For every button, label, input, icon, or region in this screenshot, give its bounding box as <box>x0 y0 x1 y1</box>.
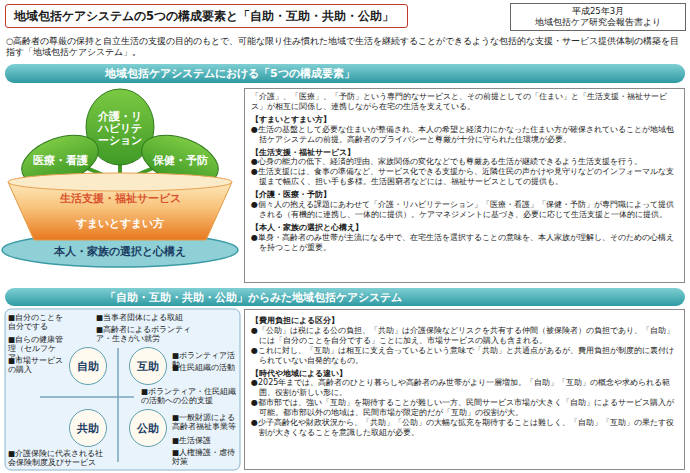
node-text: 介護・リハビリテーション <box>98 110 142 146</box>
node-text: 【本人・家族の選択と心構え】 <box>251 223 678 233</box>
node-text: 【時代や地域による違い】 <box>251 369 678 379</box>
item-label: ■一般財源による高齢者福祉事業等 <box>172 413 238 431</box>
item-label: ■自分のことを自分でする <box>8 313 68 331</box>
source-box: 平成25年3月 地域包括ケア研究会報告書より <box>510 3 686 31</box>
item-label: ■ボランティア・住民組織の活動への公的支援 <box>140 387 238 405</box>
node-text: ●これに対し、「互助」は相互に支え合っているという意味で「共助」と共通点があるが… <box>251 346 678 366</box>
node-text: 【すまいとすまい方】 <box>251 115 678 125</box>
pot-label: 生活支援・福祉サービス <box>30 190 210 207</box>
support-circle: 互助 <box>129 347 167 385</box>
node-text: ●心身の能力の低下、経済的理由、家族関係の変化などでも尊厳ある生活が継続できるよ… <box>251 157 678 167</box>
node-text: 共助 <box>77 421 99 436</box>
node-text: 地域包括ケアシステムにおける「5つの構成要素」 <box>105 66 355 81</box>
support-circle: 自助 <box>69 347 107 385</box>
support-circle: 共助 <box>69 409 107 447</box>
item-label: ■人権擁護・虐待対策 <box>172 448 238 466</box>
leaf-label: 保健・予防 <box>146 150 214 170</box>
section-band: 「自助・互助・共助・公助」からみた地域包括ケアシステム <box>5 288 685 306</box>
item-label: ■当事者団体による取組 <box>96 313 196 322</box>
node-text: 公助 <box>137 421 159 436</box>
dish-label: 本人・家族の選択と心構え <box>18 243 222 259</box>
node-text: 平成25年3月 地域包括ケア研究会報告書より <box>515 6 681 28</box>
node-text: ●生活支援には、食事の準備など、サービス化できる支援から、近隣住民の声かけや見守… <box>251 167 678 187</box>
node-text: 「自助・互助・共助・公助」からみた地域包括ケアシステム <box>105 290 402 305</box>
node-text: 【介護・医療・予防】 <box>251 190 678 200</box>
node-text: 【生活支援・福祉サービス】 <box>251 148 678 158</box>
node-text: ●少子高齢化や財政状況から、「共助」「公助」の大幅な拡充を期待することは難しく、… <box>251 418 678 438</box>
pot-rim <box>8 173 232 191</box>
node-text: ●単身・高齢者のみ世帯が主流になる中で、在宅生活を選択することの意味を、本人家族… <box>251 233 678 253</box>
quadrant-axis <box>40 396 134 398</box>
text-box: 【費用負担による区分】●「公助」は税による公の負担、「共助」は介護保険などリスク… <box>244 309 685 470</box>
node-text: 生活支援・福祉サービス <box>60 191 181 206</box>
intro-note: ○高齢者の尊厳の保持と自立生活の支援の目的のもとで、可能な限り住み慣れた地域で生… <box>6 36 686 58</box>
node-text: 保健・予防 <box>153 154 208 166</box>
pot-label: すまいとすまい方 <box>50 214 190 232</box>
node-text: ●生活の基盤として必要な住まいが整備され、本人の希望と経済力にかなった住まい方が… <box>251 125 678 145</box>
item-label: ■市場サービスの購入 <box>8 356 68 374</box>
node-text: 医療・看護 <box>33 154 88 166</box>
text-box: 「介護」、「医療」、「予防」という専門的なサービスと、その前提としての「住まい」… <box>244 88 685 283</box>
quadrant-axis <box>117 348 119 462</box>
node-text: すまいとすまい方 <box>76 216 164 231</box>
leaf-label: 医療・看護 <box>26 150 94 170</box>
node-text: ●2025年までは、高齢者のひとり暮らしや高齢者のみ世帯がより一層増加。「自助」… <box>251 378 678 398</box>
node-text: 互助 <box>137 359 159 374</box>
node-text: ●個々人の抱える課題にあわせて「介護・リハビリテーション」「医療・看護」「保健・… <box>251 200 678 220</box>
node-text: 「介護」、「医療」、「予防」という専門的なサービスと、その前提としての「住まい」… <box>251 92 678 112</box>
quadrant-panel <box>5 309 240 470</box>
node-text: 本人・家族の選択と心構え <box>54 244 186 259</box>
title-box: 地域包括ケアシステムの5つの構成要素と「自助・互助・共助・公助」 <box>5 4 408 28</box>
node-text: ●都市部では、強い「互助」を期待することが難しい一方、民間サービス市場が大きく「… <box>251 398 678 418</box>
title-text: 地域包括ケアシステムの5つの構成要素と「自助・互助・共助・公助」 <box>14 9 399 24</box>
node-text: 自助 <box>77 359 99 374</box>
item-label: ■高齢者によるボランティア・生きがい就労 <box>96 325 196 343</box>
section-band: 地域包括ケアシステムにおける「5つの構成要素」 <box>5 64 685 83</box>
node-text: ●「公助」は税による公の負担、「共助」は介護保険などリスクを共有する仲間（被保険… <box>251 326 678 346</box>
item-label: ■住民組織の活動 <box>172 363 238 372</box>
node-text: 【費用負担による区分】 <box>251 316 678 326</box>
support-circle: 公助 <box>129 409 167 447</box>
leaf-label: 介護・リハビリテーション <box>90 94 150 162</box>
item-label: ■介護保険に代表される社会保険制度及びサービス <box>8 449 108 467</box>
item-label: ■生活保護 <box>172 436 238 445</box>
